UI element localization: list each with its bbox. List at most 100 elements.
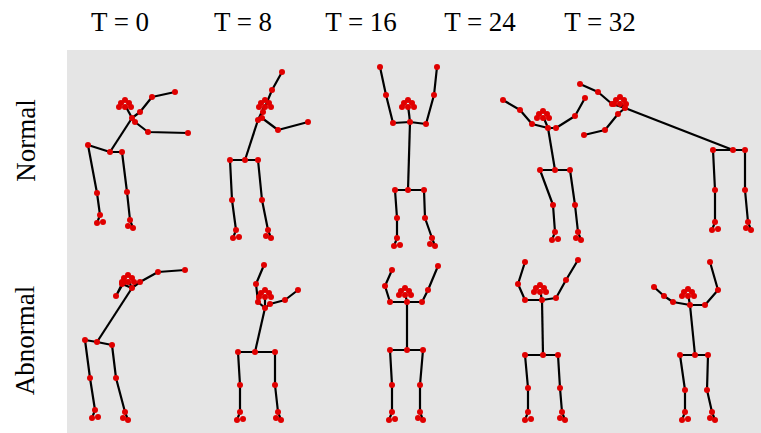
keypoint: [405, 104, 411, 110]
keypoint: [555, 236, 561, 242]
bone: [518, 262, 542, 300]
keypoint: [422, 215, 428, 221]
keypoint: [707, 259, 713, 265]
keypoint: [389, 382, 395, 388]
keypoint: [127, 217, 133, 223]
keypoint: [275, 409, 281, 415]
keypoint: [685, 416, 691, 422]
keypoint: [272, 349, 278, 355]
keypoint: [525, 409, 531, 415]
keypoint: [262, 305, 268, 311]
keypoint: [531, 289, 537, 295]
keypoint: [421, 187, 427, 193]
keypoint: [715, 287, 721, 293]
keypoint: [559, 409, 565, 415]
keypoint: [392, 187, 398, 193]
keypoint: [431, 92, 437, 98]
keypoint: [295, 287, 301, 293]
bone: [110, 118, 132, 152]
keypoint: [261, 262, 267, 268]
keypoint: [582, 95, 588, 101]
keypoint: [419, 299, 425, 305]
keypoint: [230, 235, 236, 241]
keypoint: [595, 89, 601, 95]
keypoint: [709, 409, 715, 415]
keypoint: [97, 212, 103, 218]
bone: [406, 302, 408, 350]
keypoint: [137, 279, 143, 285]
keypoint: [417, 382, 423, 388]
keypoint: [411, 104, 417, 110]
bone: [407, 266, 438, 302]
bone: [542, 300, 543, 355]
keypoint: [611, 101, 617, 107]
keypoint: [423, 121, 429, 127]
keypoint: [242, 157, 248, 163]
keypoint: [712, 187, 718, 193]
bone: [408, 190, 432, 238]
keypoint: [120, 415, 126, 421]
keypoint: [522, 352, 528, 358]
keypoint: [534, 115, 540, 121]
keypoint: [279, 69, 285, 75]
keypoint: [227, 157, 233, 163]
bone: [395, 190, 408, 238]
bone: [380, 67, 410, 123]
keypoint: [743, 225, 749, 231]
keypoint: [397, 242, 403, 248]
keypoint: [94, 339, 100, 345]
row-label: Abnormal: [13, 285, 40, 394]
keypoint: [229, 197, 235, 203]
keypoint: [682, 387, 688, 393]
bone: [110, 152, 130, 220]
keypoint: [240, 416, 246, 422]
keypoint: [382, 283, 388, 289]
keypoint: [549, 237, 555, 243]
keypoint: [377, 64, 383, 70]
keypoint: [387, 299, 393, 305]
keypoint: [405, 97, 411, 103]
keypoint: [517, 107, 523, 113]
bone: [255, 352, 278, 412]
keypoint: [172, 89, 178, 95]
keypoint: [392, 416, 398, 422]
keypoint: [275, 127, 281, 133]
keypoint: [575, 229, 581, 235]
keypoint: [389, 267, 395, 273]
keypoint: [262, 104, 268, 110]
row-label: Normal: [13, 99, 40, 181]
keypoint: [543, 289, 549, 295]
keypoint: [259, 115, 265, 121]
column-label: T = 16: [325, 9, 397, 36]
keypoint: [394, 215, 400, 221]
stick-figure: [382, 263, 441, 423]
keypoint: [404, 347, 410, 353]
keypoint: [704, 387, 710, 393]
keypoint: [94, 190, 100, 196]
keypoint: [420, 347, 426, 353]
bone: [132, 118, 188, 133]
keypoint: [552, 229, 558, 235]
keypoint: [113, 293, 119, 299]
keypoint: [742, 187, 748, 193]
bone: [132, 92, 175, 118]
column-label: T = 0: [91, 9, 149, 36]
bone: [407, 350, 423, 412]
keypoint: [262, 294, 268, 300]
keypoint: [429, 235, 435, 241]
keypoint: [550, 202, 556, 208]
keypoint: [742, 147, 748, 153]
bone: [230, 160, 245, 230]
bone: [97, 288, 132, 342]
keypoint: [265, 227, 271, 233]
keypoint: [137, 109, 143, 115]
keypoint: [573, 235, 579, 241]
bone: [580, 84, 625, 108]
stick-figure: [577, 81, 754, 233]
keypoint: [268, 294, 274, 300]
keypoint: [129, 285, 135, 291]
keypoint: [540, 352, 546, 358]
bone: [390, 350, 407, 412]
